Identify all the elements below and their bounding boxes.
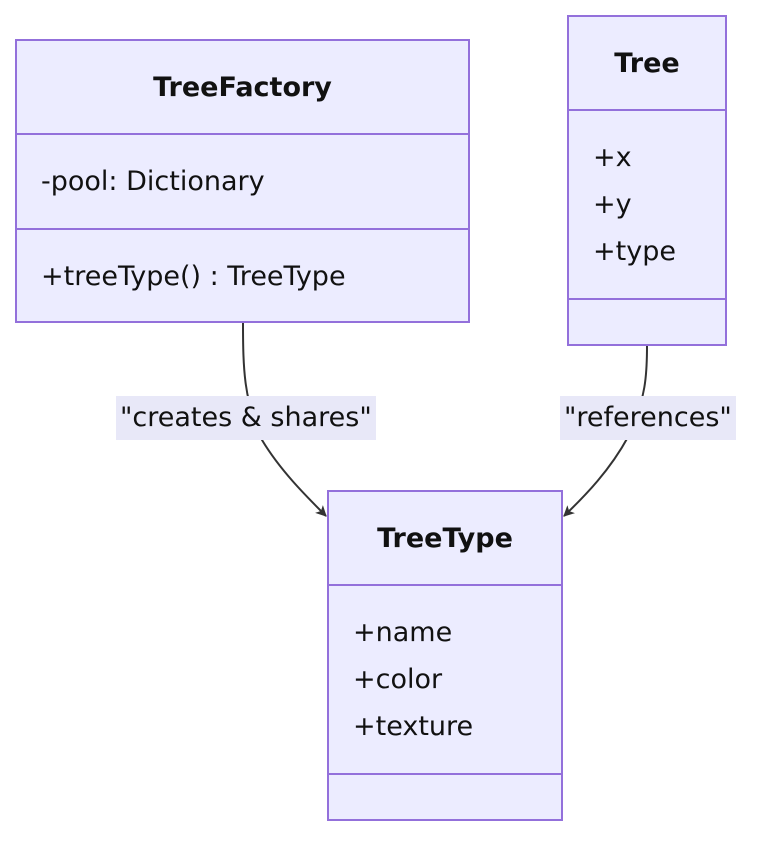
attribute: +color: [353, 664, 443, 695]
class-box-tree-type[interactable]: TreeType +name +color +texture: [327, 490, 563, 821]
method: +treeType() : TreeType: [41, 261, 346, 292]
class-box-tree-factory[interactable]: TreeFactory -pool: Dictionary +treeType(…: [15, 39, 470, 323]
edge-label-creates-shares: "creates & shares": [116, 396, 376, 440]
class-name: TreeType: [329, 492, 561, 586]
edge-label-references: "references": [560, 396, 736, 440]
attribute: +x: [593, 142, 632, 173]
attribute: +name: [353, 617, 453, 648]
class-name: TreeFactory: [17, 41, 468, 135]
class-attributes: +x +y +type: [569, 111, 725, 300]
class-methods: [329, 775, 561, 798]
attribute: +type: [593, 236, 676, 267]
class-attributes: -pool: Dictionary: [17, 135, 468, 230]
class-attributes: +name +color +texture: [329, 586, 561, 775]
class-name: Tree: [569, 17, 725, 111]
class-methods: +treeType() : TreeType: [17, 230, 468, 300]
attribute: +texture: [353, 711, 474, 742]
class-box-tree[interactable]: Tree +x +y +type: [567, 15, 727, 346]
attribute: -pool: Dictionary: [41, 166, 265, 197]
attribute: +y: [593, 189, 632, 220]
class-methods: [569, 300, 725, 323]
